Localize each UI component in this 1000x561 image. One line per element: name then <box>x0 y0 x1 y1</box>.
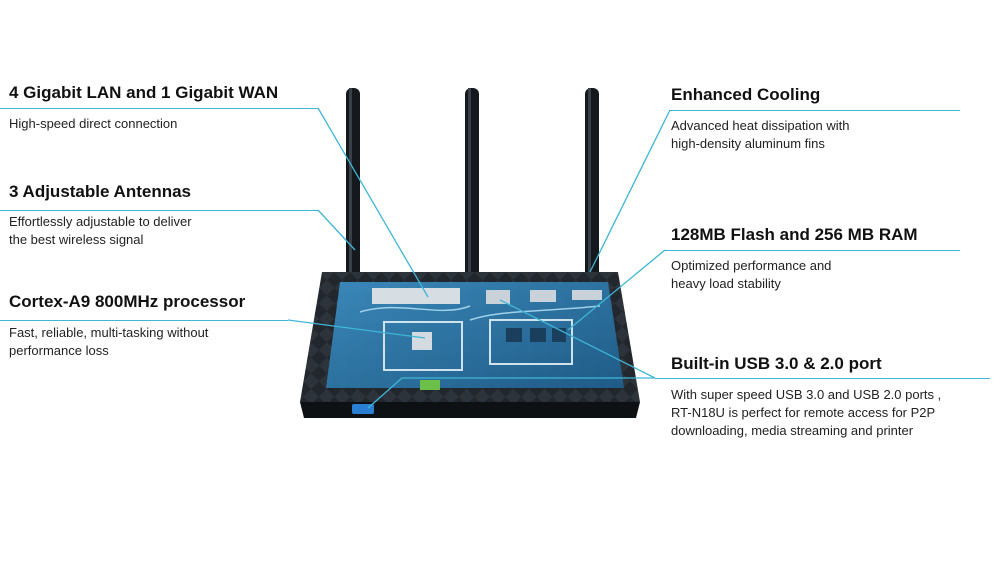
feature-desc: Optimized performance and heavy load sta… <box>671 258 832 291</box>
feature-desc: Fast, reliable, multi-tasking without pe… <box>9 325 209 358</box>
feature-title: 4 Gigabit LAN and 1 Gigabit WAN <box>9 83 279 102</box>
feature-title: 3 Adjustable Antennas <box>9 182 191 201</box>
feature-cooling: Enhanced Cooling Advanced heat dissipati… <box>671 85 850 153</box>
feature-memory: 128MB Flash and 256 MB RAM Optimized per… <box>671 225 918 293</box>
feature-title: Built-in USB 3.0 & 2.0 port <box>671 354 882 373</box>
feature-desc: With super speed USB 3.0 and USB 2.0 por… <box>671 387 942 438</box>
rule-processor <box>0 320 288 321</box>
aluminum-fins <box>372 288 460 304</box>
feature-lan-wan: 4 Gigabit LAN and 1 Gigabit WAN High-spe… <box>9 83 278 133</box>
feature-desc: High-speed direct connection <box>9 116 178 131</box>
feature-title: Enhanced Cooling <box>671 85 821 104</box>
feature-usb: Built-in USB 3.0 & 2.0 port With super s… <box>671 354 941 440</box>
rule-cooling <box>670 110 960 111</box>
antenna-left <box>346 88 360 278</box>
rule-usb <box>655 378 990 379</box>
feature-title: 128MB Flash and 256 MB RAM <box>671 225 918 244</box>
usb-port-icon <box>352 404 374 414</box>
feature-processor: Cortex-A9 800MHz processor Fast, reliabl… <box>9 292 245 360</box>
antenna-right <box>585 88 599 278</box>
rule-memory <box>665 250 960 251</box>
feature-title: Cortex-A9 800MHz processor <box>9 292 246 311</box>
antenna-center <box>465 88 479 278</box>
feature-desc: Advanced heat dissipation with high-dens… <box>671 118 850 151</box>
feature-desc: Effortlessly adjustable to deliver the b… <box>9 214 192 247</box>
callout-leaders <box>287 107 671 409</box>
rule-lan-wan <box>0 108 318 109</box>
rule-antennas <box>0 210 318 211</box>
processor-chip <box>412 332 432 350</box>
circuit-board <box>326 282 624 390</box>
feature-antennas: 3 Adjustable Antennas Effortlessly adjus… <box>9 182 192 249</box>
